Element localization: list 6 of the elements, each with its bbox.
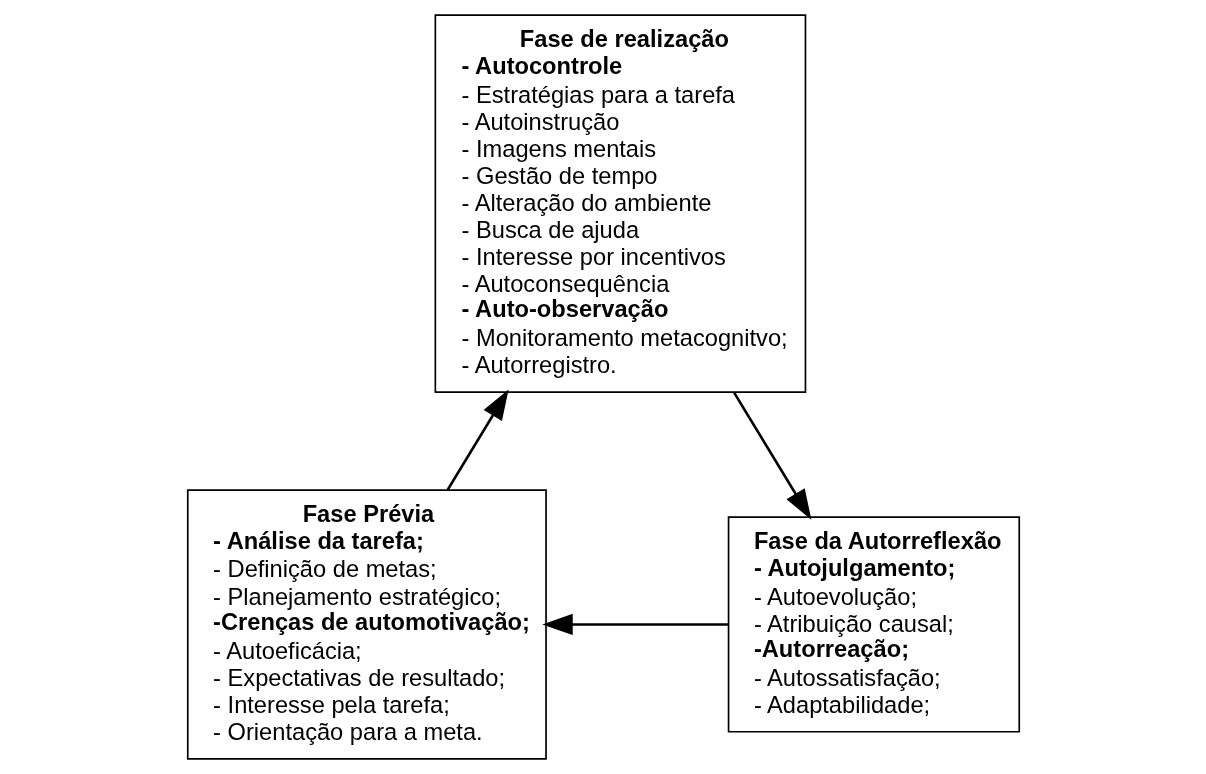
arrow	[732, 392, 811, 520]
node-box: Fase Prévia - Análise da tarefa; - Definição de metas; - Planejamento estratégico; -Crenças de automotivação; - Autoeficácia; - Expectativas de resultado; - Interesse pela tarefa; - Orientação para a meta.	[186, 489, 547, 760]
node-box: Fase de realização - Autocontrole - Estratégias para a tarefa - Autoinstrução - Imagens mentais - Gestão de tempo - Alteração do ambiente - Busca de ajuda - Interesse por incentivos - Autoconsequência - Auto-observação - Monitoramento metacognitvo; - Autorregistro.	[434, 14, 806, 393]
node-box: Fase da Autorreflexão - Autojulgamento; - Autoevolução; - Atribuição causal; -Autorreação; - Autossatisfação; - Adaptabilidade;	[727, 516, 1020, 733]
arrow	[541, 613, 728, 636]
arrow	[446, 389, 509, 491]
